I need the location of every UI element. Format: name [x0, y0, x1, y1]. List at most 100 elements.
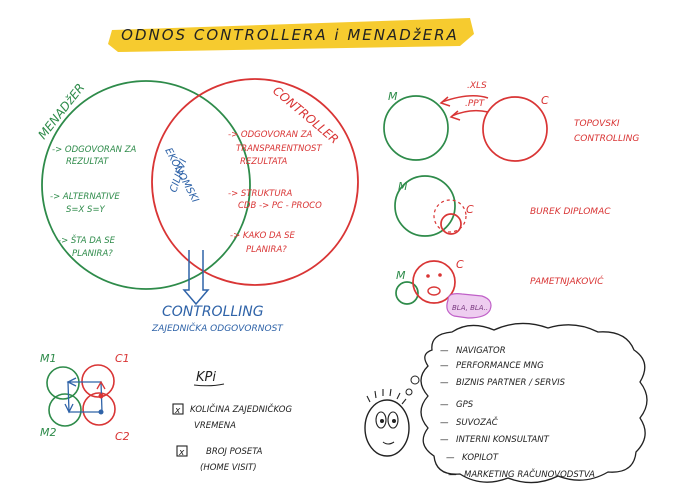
kpi-underline	[193, 383, 225, 387]
person-hair	[366, 388, 407, 405]
thought-dot-1	[405, 388, 413, 396]
model-1-controller-circle	[482, 96, 548, 162]
model-1-ppt: .PPT	[465, 99, 486, 109]
cloud-dash-3: —	[440, 378, 449, 388]
mini-c2-circle	[82, 392, 116, 426]
model-2-manager-circle	[394, 175, 456, 237]
model-2-dashed-circle	[433, 199, 467, 233]
kpi-item-2: BROJ POSETA (HOME VISIT)	[200, 447, 265, 473]
kpi-item-2-line-2: (HOME VISIT)	[200, 463, 257, 473]
cloud-list: — NAVIGATOR — PERFORMANCE MNG — BIZNIS P…	[440, 346, 595, 480]
controller-item-2-line-2: CDB -> PC - PROCO	[238, 201, 322, 211]
cloud-dash-2: —	[440, 361, 449, 371]
cloud-item-8: MARKETING RAČUNOVODSTVA	[464, 468, 595, 480]
mini-arrow-up	[96, 380, 106, 390]
cloud-dash-8: —	[448, 470, 457, 480]
mini-diagram: M1 C1 M2 C2	[40, 352, 130, 443]
manager-label: MENADžER	[35, 81, 87, 142]
cloud-item-3: BIZNIS PARTNER / SERVIS	[456, 378, 566, 388]
model-1-xls: .XLS	[467, 81, 487, 91]
person-mouth	[382, 441, 395, 445]
manager-item-3-line-2: PLANIRA?	[72, 249, 113, 259]
kpi-item-1-line-1: KOLIČINA ZAJEDNIČKOG	[190, 403, 292, 415]
controller-item-3: -> KAKO DA SE PLANIRA?	[230, 231, 298, 255]
model-1-arrow-top	[441, 95, 489, 103]
manager-item-1-line-1: -> ODGOVORAN ZA	[52, 145, 137, 155]
down-arrow	[182, 250, 210, 306]
model-3-label: PAMETNJAKOVIĆ	[530, 275, 604, 287]
model-pametnjakovic: M C BLA, BLA.. PAMETNJAKOVIĆ	[395, 258, 604, 319]
model-1-label-line-2: CONTROLLING	[574, 134, 639, 144]
model-topovski: M C .XLS .PPT TOPOVSKI CONTROLLING	[383, 81, 639, 162]
mini-dot-2	[98, 409, 104, 415]
title-highlight	[108, 18, 474, 52]
model-2-label: BUREK DIPLOMAC	[530, 207, 611, 217]
cloud-item-5: SUVOZAČ	[456, 416, 498, 428]
kpi-block: KPi x KOLIČINA ZAJEDNIČKOG VREMENA x BRO…	[172, 370, 295, 473]
mini-dot-1	[98, 393, 104, 399]
model-1-arrow-bottom	[451, 109, 489, 117]
controller-item-2: -> STRUKTURA CDB -> PC - PROCO	[228, 189, 322, 211]
mini-m2-label: M2	[40, 426, 57, 439]
model-1-manager-circle	[383, 95, 449, 161]
controller-item-3-line-2: PLANIRA?	[246, 245, 287, 255]
kpi-item-2-line-1: BROJ POSETA	[206, 447, 263, 457]
model-1-label-line-1: TOPOVSKI	[574, 119, 620, 129]
cloud-dash-6: —	[440, 435, 449, 445]
kpi-checkbox-2-mark: x	[178, 448, 185, 458]
cloud-dash-5: —	[440, 418, 449, 428]
cloud-item-6: INTERNI KONSULTANT	[456, 435, 550, 445]
cloud-dash-7: —	[446, 453, 455, 463]
person-pupil-right	[392, 419, 396, 423]
controller-circle	[151, 78, 359, 286]
page-title: ODNOS CONTROLLERA i MENADžERA	[121, 26, 459, 44]
thinking-person-illustration	[364, 375, 420, 457]
cloud-item-7: KOPILOT	[462, 453, 499, 463]
model-3-mouth	[427, 286, 441, 296]
mini-c1-circle	[81, 364, 115, 398]
manager-item-2-line-1: -> ALTERNATIVE	[50, 192, 120, 202]
controller-item-2-line-1: -> STRUKTURA	[228, 189, 292, 199]
thought-dot-2	[410, 375, 420, 385]
mini-m1-circle	[46, 366, 80, 400]
cloud-dash-4: —	[440, 400, 449, 410]
model-burek: M C BUREK DIPLOMAC	[394, 175, 611, 237]
manager-item-3: -> ŠTA DA SE PLANIRA?	[58, 234, 118, 259]
cloud-item-1: NAVIGATOR	[456, 346, 506, 356]
controller-item-1: -> ODGOVORAN ZA TRANSPARENTNOST REZULTAT…	[228, 130, 324, 167]
model-1-c-label: C	[541, 94, 549, 107]
manager-item-1: -> ODGOVORAN ZA REZULTAT	[52, 145, 139, 167]
person-pupil-left	[380, 419, 384, 423]
model-3-bubble-text: BLA, BLA..	[452, 304, 488, 312]
model-3-c-label: C	[456, 258, 464, 271]
controller-item-3-line-1: -> KAKO DA SE	[230, 231, 295, 241]
cloud-dash-1: —	[440, 346, 449, 356]
kpi-item-1: KOLIČINA ZAJEDNIČKOG VREMENA	[190, 403, 295, 431]
model-3-speech-bubble	[446, 293, 492, 319]
model-3-eye-right	[438, 273, 442, 277]
model-1-arrow-bottom-head	[449, 110, 461, 121]
kpi-title: KPi	[196, 370, 216, 385]
mini-arrow-left	[66, 377, 77, 387]
person-head	[364, 399, 410, 457]
manager-item-1-line-2: REZULTAT	[66, 157, 109, 167]
mini-m1-label: M1	[40, 352, 57, 365]
kpi-item-1-line-2: VREMENA	[194, 421, 236, 431]
mini-m2-circle	[48, 393, 82, 427]
manager-circle	[41, 80, 251, 290]
kpi-checkbox-2	[176, 445, 188, 457]
controller-item-1-line-1: -> ODGOVORAN ZA	[228, 130, 313, 140]
manager-item-3-line-1: -> ŠTA DA SE	[58, 234, 116, 246]
model-3-m-label: M	[396, 269, 406, 282]
controlling-subtitle: ZAJEDNIČKA ODGOVORNOST	[151, 322, 284, 334]
model-2-c-label: C	[466, 203, 474, 216]
controller-item-1-line-3: REZULTATA	[240, 157, 287, 167]
model-1-m-label: M	[388, 90, 398, 103]
model-2-controller-circle	[440, 213, 462, 235]
controlling-title: CONTROLLING	[162, 304, 264, 320]
manager-item-2-line-2: S=X S=Y	[66, 205, 106, 215]
thought-cloud	[420, 322, 648, 484]
model-1-arrow-top-head	[439, 96, 451, 107]
manager-item-2: -> ALTERNATIVE S=X S=Y	[50, 192, 122, 215]
